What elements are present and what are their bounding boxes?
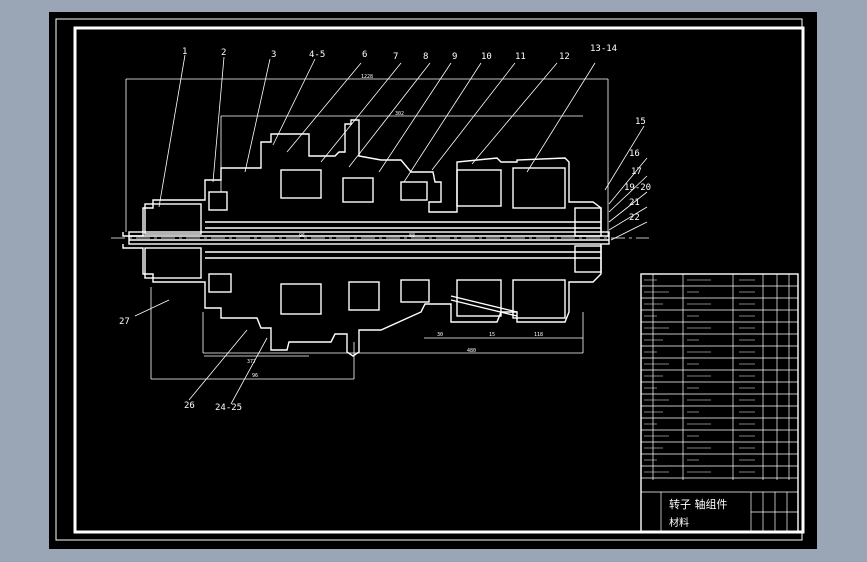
balloon: 21	[629, 198, 640, 208]
main-shaft	[128, 231, 610, 245]
balloon: 27	[119, 317, 130, 327]
table-frame	[640, 273, 799, 533]
balloon: 12	[559, 52, 570, 62]
title-block-text: 转子 轴组件 材料	[669, 497, 728, 529]
balloon: 19-20	[624, 183, 651, 193]
balloon: 4-5	[309, 50, 325, 60]
dimension-value: 30	[437, 332, 443, 338]
balloon: 15	[635, 117, 646, 127]
material-label: 材料	[669, 516, 689, 529]
dimension-value: 15	[489, 332, 495, 338]
balloon: 17	[631, 167, 642, 177]
inner-border	[73, 26, 805, 534]
assembly-lower-half	[122, 244, 602, 357]
balloon: 24-25	[215, 403, 242, 413]
balloon: 7	[393, 52, 398, 62]
balloon: 10	[481, 52, 492, 62]
balloon: 6	[362, 50, 367, 60]
balloon: 3	[271, 50, 276, 60]
balloon: 22	[629, 213, 640, 223]
balloon: 26	[184, 401, 195, 411]
dimension-values: 1228 302 96 88 30 15 118 480 377 96	[247, 74, 543, 379]
balloon: 8	[423, 52, 428, 62]
cad-viewport[interactable]: 1 2 3 4-5 6 7 8 9 10 11 12 13-14 15 16 1…	[49, 12, 817, 549]
dimension-value: 480	[467, 348, 476, 354]
dimension-value: 96	[252, 373, 258, 379]
dimension-value: 96	[299, 233, 305, 239]
balloon-labels: 1 2 3 4-5 6 7 8 9 10 11 12 13-14 15 16 1…	[119, 44, 651, 413]
drawing-name: 转子 轴组件	[669, 497, 728, 511]
balloon: 1	[182, 47, 187, 57]
balloon: 13-14	[590, 44, 617, 54]
balloon: 11	[515, 52, 526, 62]
balloon: 9	[452, 52, 457, 62]
dimension-lines	[125, 78, 609, 380]
assembly-drawing: 1 2 3 4-5 6 7 8 9 10 11 12 13-14 15 16 1…	[55, 18, 805, 541]
dimension-value: 1228	[361, 74, 373, 80]
dimension-value: 377	[247, 359, 256, 365]
dimension-value: 88	[409, 233, 415, 239]
assembly-upper-half	[122, 119, 602, 237]
balloon: 2	[221, 48, 226, 58]
dimension-value: 302	[395, 111, 404, 117]
dimension-value: 118	[534, 332, 543, 338]
balloon: 16	[629, 149, 640, 159]
parts-list-table	[640, 273, 799, 533]
leader-lines	[134, 54, 648, 405]
